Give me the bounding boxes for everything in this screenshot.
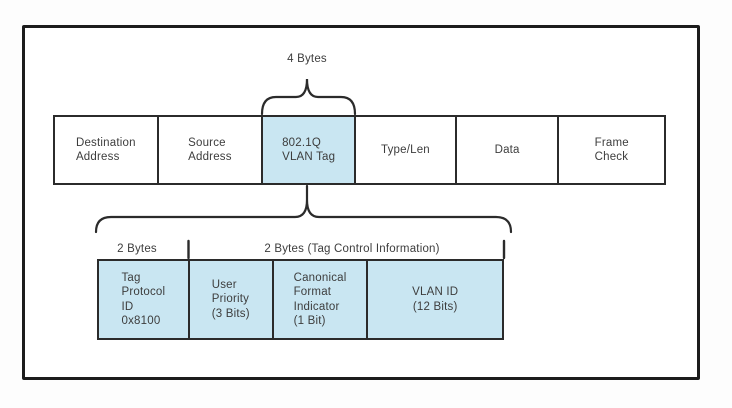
field-destination-address: Destination Address <box>55 117 157 183</box>
four-bytes-label: 4 Bytes <box>287 53 327 65</box>
field-label: Type/Len <box>380 143 430 156</box>
field-user-priority: User Priority (3 Bits) <box>187 261 272 338</box>
field-vlan-id: VLAN ID (12 Bits) <box>366 261 503 338</box>
ethernet-frame-row: Destination Address Source Address 802.1… <box>53 115 666 185</box>
two-bytes-label: 2 Bytes <box>117 243 157 255</box>
field-label: User Priority (3 Bits) <box>211 278 250 320</box>
field-source-address: Source Address <box>156 117 262 183</box>
field-label: Destination Address <box>75 136 136 164</box>
field-label: Source Address <box>188 136 232 164</box>
field-label: 802.1Q VLAN Tag <box>282 136 336 164</box>
field-type-len: Type/Len <box>354 117 455 183</box>
field-label: VLAN ID (12 Bits) <box>412 286 459 313</box>
field-tag-protocol-id: Tag Protocol ID 0x8100 <box>99 261 188 338</box>
field-label: Canonical Format Indicator (1 Bit) <box>293 271 347 328</box>
field-vlan-tag: 802.1Q VLAN Tag <box>261 117 355 183</box>
field-data: Data <box>454 117 558 183</box>
field-label: Data <box>494 143 520 156</box>
field-label: Tag Protocol ID 0x8100 <box>121 271 166 328</box>
tag-control-information-label: 2 Bytes (Tag Control Information) <box>264 243 440 255</box>
field-canonical-format-indicator: Canonical Format Indicator (1 Bit) <box>271 261 367 338</box>
field-label: Frame Check <box>594 136 629 164</box>
vlan-tag-detail-row: Tag Protocol ID 0x8100 User Priority (3 … <box>97 259 504 340</box>
field-frame-check: Frame Check <box>557 117 664 183</box>
